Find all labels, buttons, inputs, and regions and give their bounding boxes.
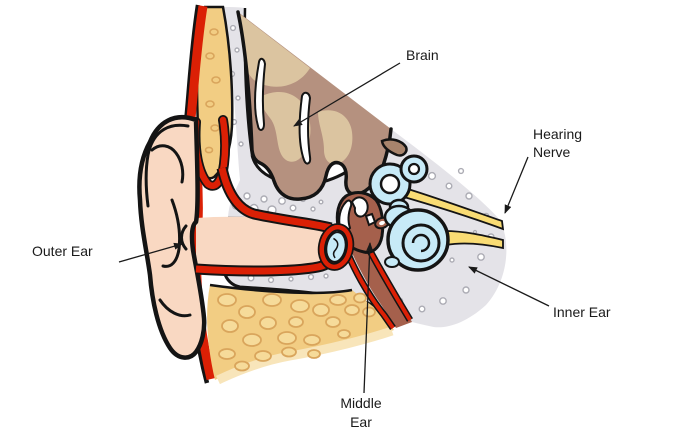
brain-arrow <box>293 62 401 127</box>
brain-gyri-highlights <box>238 12 353 165</box>
outer-ear-arrow <box>118 242 183 263</box>
middle-ear-label-line2: Ear <box>350 414 372 430</box>
scalp-bone-texture <box>204 28 221 154</box>
hearing-nerve-fibers <box>396 184 505 250</box>
inner-ear-arrow <box>468 266 550 307</box>
middle-ear-label: Middle Ear <box>328 394 394 432</box>
inner-ear-label: Inner Ear <box>553 304 611 320</box>
eardrum <box>317 223 355 271</box>
outer-ear-label: Outer Ear <box>32 243 93 259</box>
semicircular-canals <box>368 154 429 216</box>
inner-ear-structures <box>368 154 450 272</box>
incus <box>350 196 369 218</box>
middle-ear-arrow <box>363 242 374 394</box>
spongy-bone-texture <box>217 292 376 372</box>
annotation-arrows <box>118 62 550 394</box>
brain-illustration <box>236 10 408 201</box>
spongy-bone <box>207 283 394 385</box>
brain-tip-fold <box>380 138 408 157</box>
oval-window-center <box>379 220 385 226</box>
brain-sulci <box>254 57 312 165</box>
ear-canal <box>196 216 344 272</box>
hearing-nerve-label-line2: Nerve <box>533 144 571 160</box>
middle-ear-label-line1: Middle <box>340 395 382 411</box>
hearing-nerve-label: Hearing Nerve <box>533 125 582 161</box>
brain-label: Brain <box>406 47 439 63</box>
hearing-nerve-arrow <box>504 156 529 214</box>
round-window <box>384 256 400 268</box>
hearing-nerve-label-line1: Hearing <box>533 126 583 142</box>
cochlea <box>384 208 450 272</box>
